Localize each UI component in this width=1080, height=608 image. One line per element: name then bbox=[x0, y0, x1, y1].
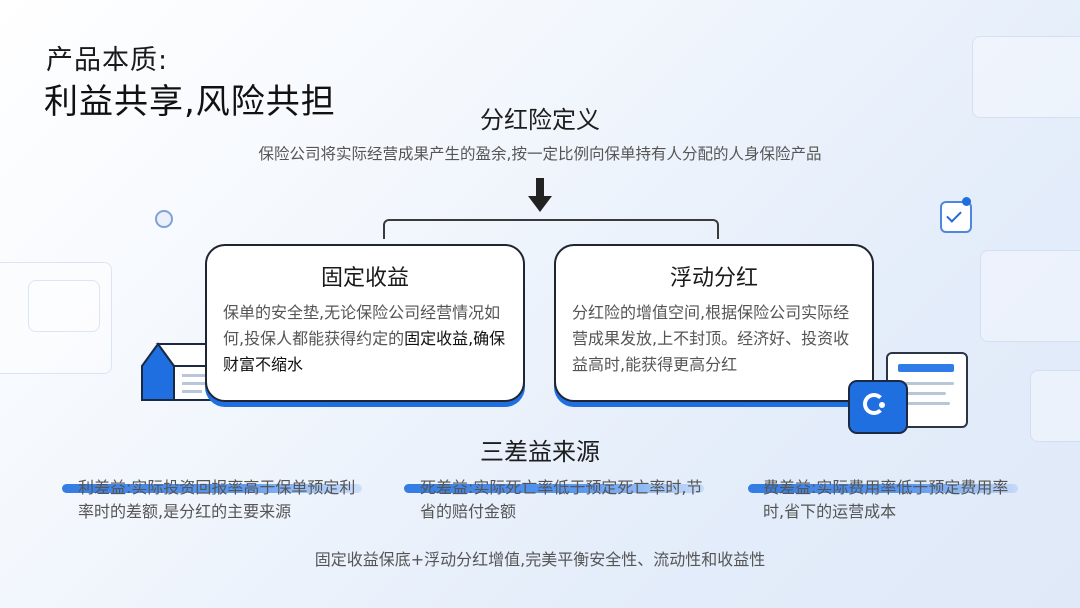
card-floating-dividend: 浮动分红 分红险的增值空间,根据保险公司实际经营成果发放,上不封顶。经济好、投资… bbox=[554, 244, 874, 402]
page-subtitle: 产品本质: bbox=[46, 38, 168, 77]
source-item-expense: 费差益:实际费用率低于预定费用率时,省下的运营成本 bbox=[763, 476, 1025, 524]
card-body-text: 分红险的增值空间,根据保险公司实际经营成果发放,上不封顶。经济好、投资收益高时,… bbox=[572, 303, 849, 374]
card-fixed-income: 固定收益 保单的安全垫,无论保险公司经营情况如何,投保人都能获得约定的固定收益,… bbox=[205, 244, 525, 402]
arrow-down-icon bbox=[528, 178, 552, 214]
background-panel-right-mid bbox=[980, 250, 1080, 342]
footer-summary: 固定收益保底+浮动分红增值,完美平衡安全性、流动性和收益性 bbox=[0, 546, 1080, 570]
card-title: 固定收益 bbox=[207, 260, 523, 292]
circle-icon bbox=[155, 210, 173, 228]
notification-dot bbox=[962, 197, 971, 206]
bracket-divider bbox=[383, 219, 719, 239]
source-item-interest: 利差益:实际投资回报率高于保单预定利率时的差额,是分红的主要来源 bbox=[78, 476, 368, 524]
source-item-mortality: 死差益:实际死亡率低于预定死亡率时,节省的赔付金额 bbox=[420, 476, 705, 524]
background-panel-left-inner bbox=[28, 280, 100, 332]
card-body: 分红险的增值空间,根据保险公司实际经营成果发放,上不封顶。经济好、投资收益高时,… bbox=[572, 300, 858, 378]
sync-icon bbox=[848, 380, 908, 434]
definition-text: 保险公司将实际经营成果产生的盈余,按一定比例向保单持有人分配的人身保险产品 bbox=[0, 142, 1080, 164]
sources-title: 三差益来源 bbox=[0, 432, 1080, 467]
card-title: 浮动分红 bbox=[556, 260, 872, 292]
definition-title: 分红险定义 bbox=[0, 100, 1080, 135]
card-body: 保单的安全垫,无论保险公司经营情况如何,投保人都能获得约定的固定收益,确保财富不… bbox=[223, 300, 509, 378]
